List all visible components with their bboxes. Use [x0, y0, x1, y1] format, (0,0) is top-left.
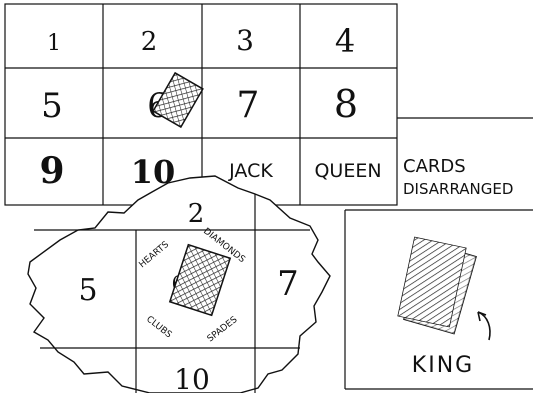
cell-1: 1: [47, 31, 61, 56]
cell-4: 4: [335, 22, 355, 60]
cell-7: 7: [237, 85, 260, 126]
cell-3: 3: [236, 24, 254, 57]
torn-cell-5: 5: [78, 273, 97, 308]
arrow-icon: [478, 312, 490, 340]
torn-cell-10: 10: [174, 363, 210, 393]
caption-line-1: CARDS: [403, 156, 466, 177]
torn-piece: 2 5 6 7 10 HEARTS DIAMONDS CLUBS SPADES: [28, 176, 330, 393]
caption: CARDS DISARRANGED: [403, 156, 513, 198]
number-grid: 1 2 3 4 5 6 7 8 9 10 JACK QUEEN: [5, 4, 397, 205]
cell-8: 8: [334, 82, 358, 126]
cell-5: 5: [41, 86, 63, 126]
torn-cell-2: 2: [188, 199, 205, 229]
torn-cell-7: 7: [277, 264, 299, 304]
cell-2: 2: [141, 27, 158, 57]
caption-line-2: DISARRANGED: [403, 180, 513, 198]
king-label: KING: [412, 353, 474, 378]
cell-queen: QUEEN: [314, 160, 381, 182]
cell-jack: JACK: [228, 160, 273, 182]
cell-9: 9: [39, 150, 64, 192]
card-stack: [398, 237, 476, 333]
